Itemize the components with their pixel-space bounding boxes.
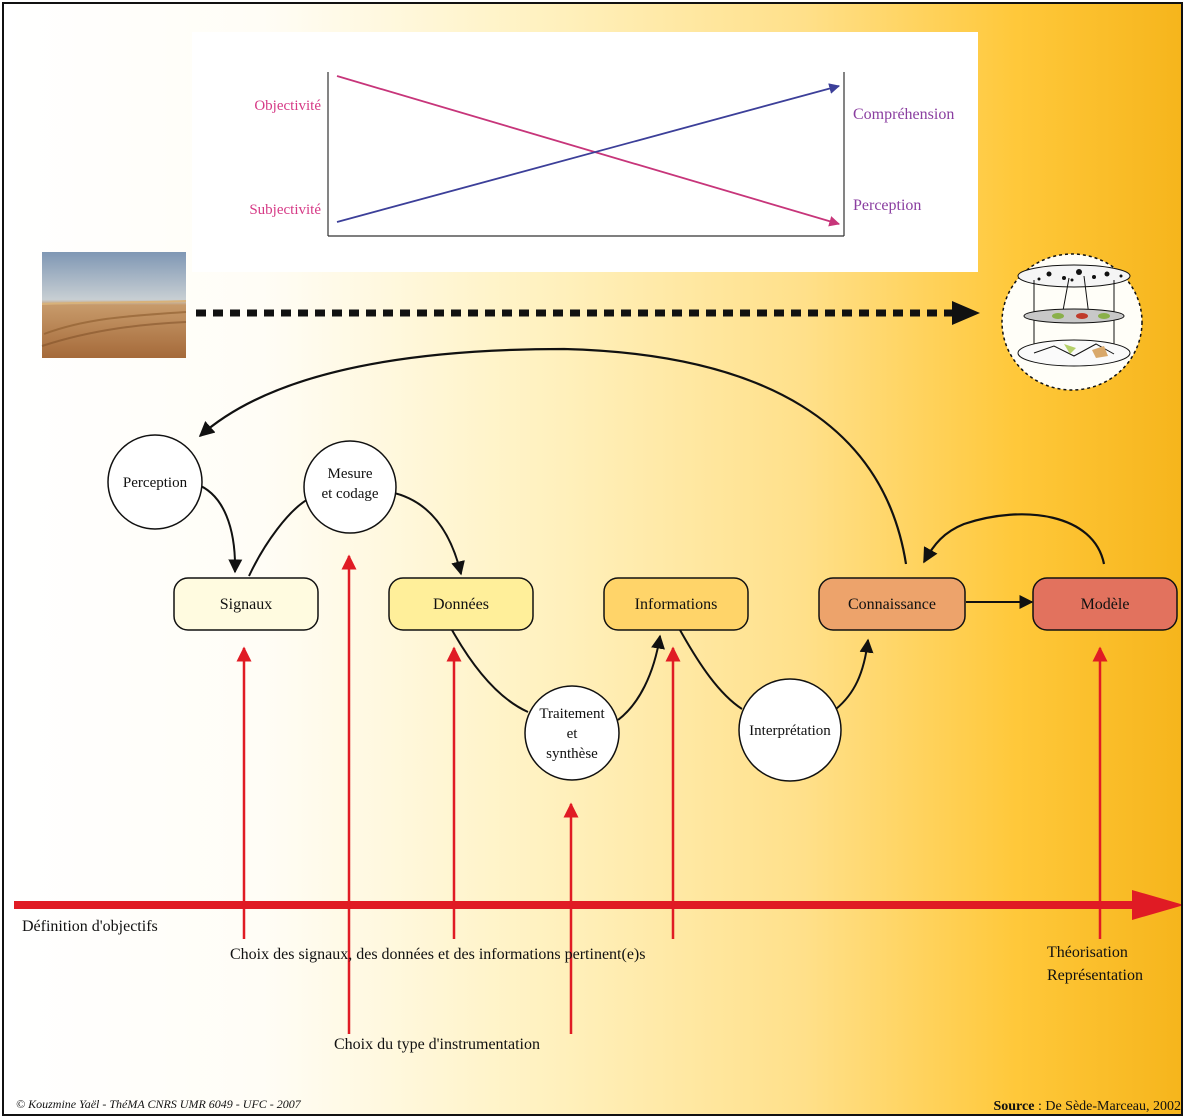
label-subjectivite: Subjectivité xyxy=(249,202,321,218)
node-signaux: Signaux xyxy=(173,577,319,631)
node-connaissance: Connaissance xyxy=(818,577,966,631)
process-interpretation-label: Interprétation xyxy=(749,723,831,739)
process-interpretation: Interprétation xyxy=(738,678,842,782)
footer-source-text: : De Sède-Marceau, 2002 xyxy=(1034,1099,1181,1114)
landscape-photo xyxy=(41,252,187,358)
label-objectivite: Objectivité xyxy=(254,98,321,114)
subjectivity-comprehension-line xyxy=(336,83,841,223)
perception-to-signaux-arrow xyxy=(195,483,243,574)
signaux-to-mesure-link xyxy=(248,497,311,577)
label-choix-signaux: Choix des signaux, des données et des in… xyxy=(230,946,645,963)
model-loop-arrow xyxy=(923,513,1106,565)
label-perception-top: Perception xyxy=(853,197,921,214)
dotted-arrow-head xyxy=(952,301,980,325)
process-perception-label: Perception xyxy=(123,475,188,491)
process-traitement-label-1: Traitement xyxy=(539,706,605,722)
node-modele: Modèle xyxy=(1032,577,1178,631)
node-informations: Informations xyxy=(603,577,749,631)
label-definition-objectifs: Définition d'objectifs xyxy=(22,918,158,935)
node-donnees: Données xyxy=(388,577,534,631)
process-mesure-label-2: et codage xyxy=(321,486,378,502)
map-layers-icon xyxy=(1001,253,1143,391)
node-informations-label: Informations xyxy=(635,596,718,613)
process-perception: Perception xyxy=(107,434,203,530)
interpretation-to-connaissance-arrow xyxy=(835,638,874,710)
node-connaissance-label: Connaissance xyxy=(848,596,936,613)
diagram-canvas: Objectivité Subjectivité Compréhension P… xyxy=(14,32,1181,1114)
top-panel xyxy=(192,32,978,272)
node-modele-label: Modèle xyxy=(1081,596,1130,613)
objectives-axis xyxy=(14,901,1140,909)
informations-to-interpretation-link xyxy=(679,629,743,710)
footer-copyright: © Kouzmine Yaël - ThéMA CNRS UMR 6049 - … xyxy=(16,1097,302,1111)
process-traitement-label-3: synthèse xyxy=(546,746,598,762)
feedback-arrow xyxy=(198,347,908,565)
label-comprehension: Compréhension xyxy=(853,106,954,123)
label-theorisation: Théorisation xyxy=(1047,944,1128,961)
label-choix-instrumentation: Choix du type d'instrumentation xyxy=(334,1036,540,1053)
process-traitement-label-2: et xyxy=(567,726,579,742)
node-signaux-label: Signaux xyxy=(220,596,272,613)
process-traitement: Traitement et synthèse xyxy=(524,685,620,781)
node-donnees-label: Données xyxy=(433,596,489,613)
mesure-to-donnees-arrow xyxy=(389,491,465,576)
traitement-to-informations-arrow xyxy=(617,634,665,721)
label-representation: Représentation xyxy=(1047,967,1143,984)
objectives-axis-head xyxy=(1132,890,1181,920)
process-mesure-label-1: Mesure xyxy=(328,466,373,482)
process-mesure: Mesure et codage xyxy=(303,440,397,534)
donnees-to-traitement-link xyxy=(451,629,529,713)
objectivity-perception-line xyxy=(336,75,841,227)
footer-source-label: Source xyxy=(993,1099,1034,1114)
footer-source: Source : De Sède-Marceau, 2002 xyxy=(993,1099,1181,1114)
